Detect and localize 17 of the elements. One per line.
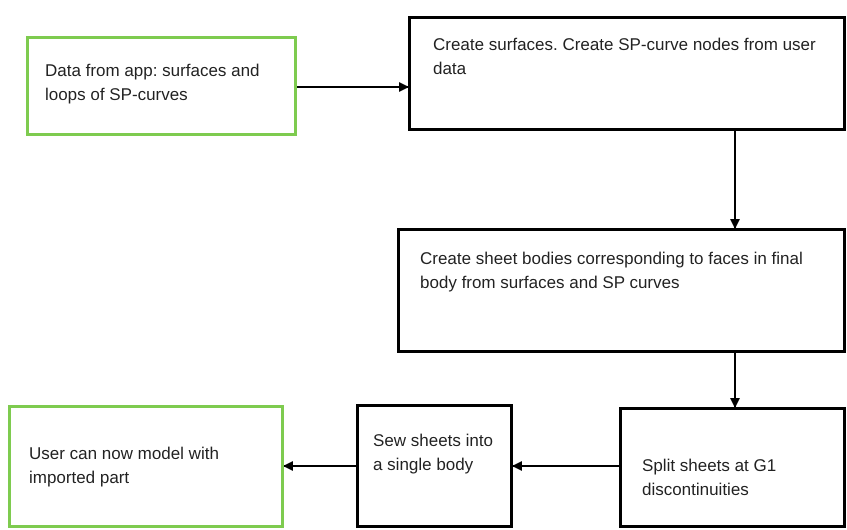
process-box <box>8 405 284 528</box>
process-box <box>408 16 846 131</box>
box-text: Data from app: surfaces and loops of SP-curves <box>45 60 261 106</box>
process-box <box>397 228 846 353</box>
arrow <box>297 82 409 92</box>
process-box <box>356 404 513 528</box>
arrow <box>730 353 740 408</box>
box-text: Create sheet bodies corresponding to faces in final body from surfaces and SP curves <box>420 248 804 294</box>
process-box <box>26 36 297 136</box>
box-text: Sew sheets into a single body <box>373 430 494 476</box>
box-text: Create surfaces. Create SP-curve nodes from user data <box>433 34 817 80</box>
box-text: User can now model with imported part <box>29 443 220 489</box>
arrow <box>730 131 740 229</box>
box-text: Split sheets at G1 discontinuities <box>642 455 778 501</box>
process-box <box>619 407 846 528</box>
arrow <box>283 461 356 471</box>
arrow <box>512 461 619 471</box>
